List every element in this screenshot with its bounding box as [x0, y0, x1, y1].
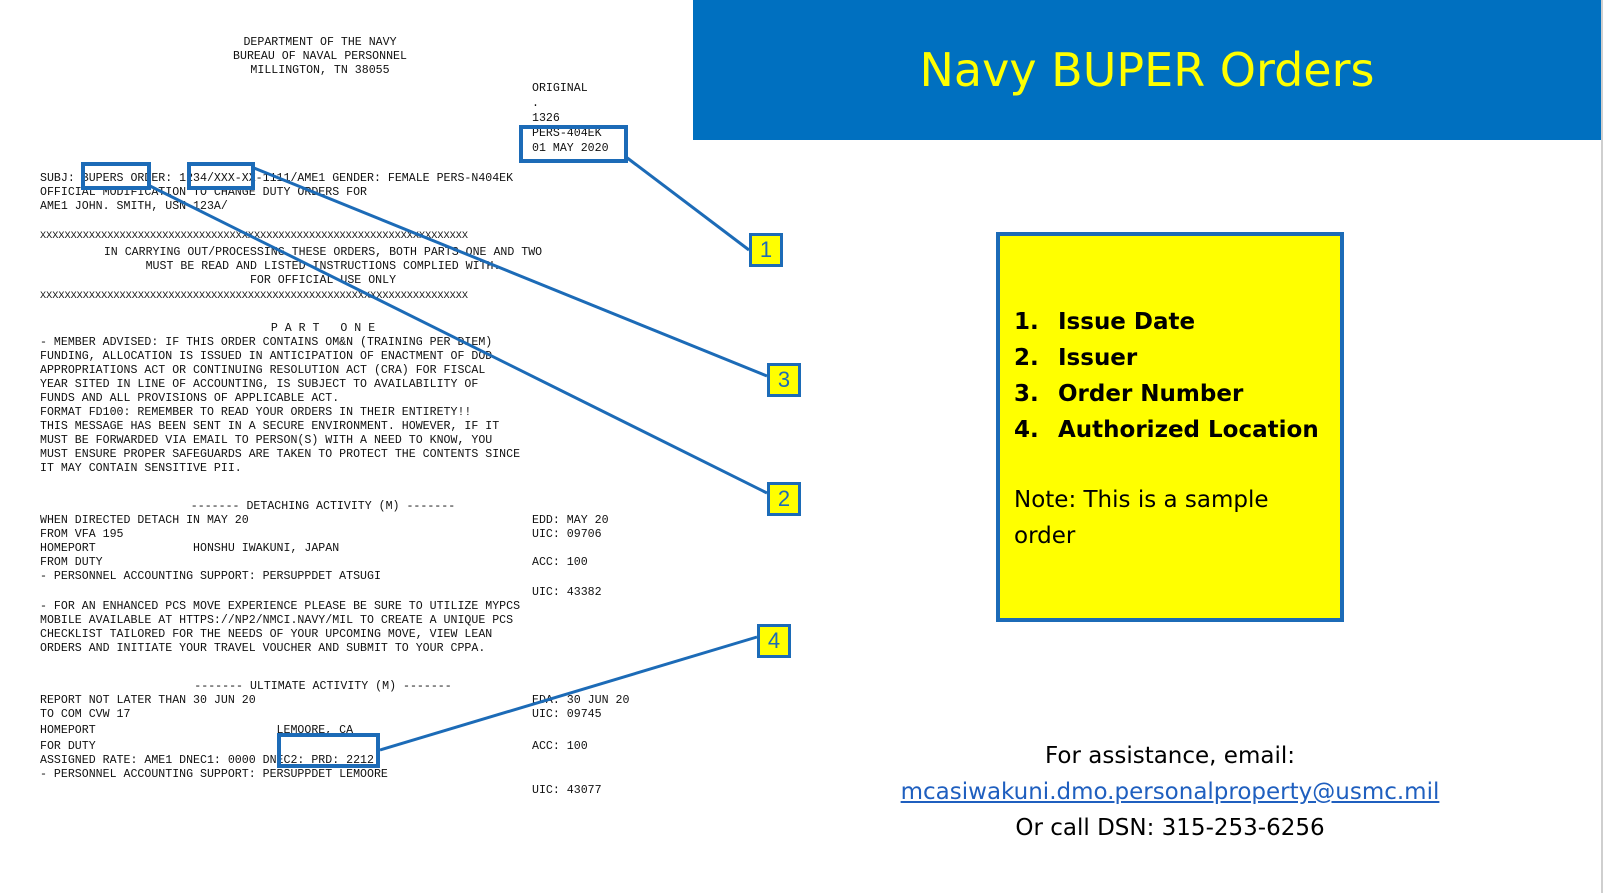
- doc-line: FROM VFA 195: [40, 528, 124, 541]
- legend-item-number: 4.: [1014, 417, 1039, 443]
- doc-detach-heading: ------- DETACHING ACTIVITY (M) -------: [190, 500, 456, 513]
- doc-subject-line: AME1 JOHN. SMITH, USN 123A/: [40, 200, 228, 213]
- legend-item-label: Authorized Location: [1058, 417, 1319, 443]
- highlight-order-number: [187, 162, 255, 190]
- legend-item: 2. Issuer: [1014, 340, 1330, 376]
- doc-line: WHEN DIRECTED DETACH IN MAY 20: [40, 514, 249, 527]
- doc-line: - PERSONNEL ACCOUNTING SUPPORT: PERSUPPD…: [40, 768, 388, 781]
- doc-line: UIC: 43382: [532, 586, 602, 599]
- assistance-email-link[interactable]: mcasiwakuni.dmo.personalproperty@usmc.mi…: [900, 779, 1440, 805]
- doc-line: IT MAY CONTAIN SENSITIVE PII.: [40, 462, 242, 475]
- doc-line: EDA: 30 JUN 20: [532, 694, 630, 707]
- highlight-issuer: [81, 162, 151, 190]
- doc-x-line: XXXXXXXXXXXXXXXXXXXXXXXXXXXXXXXXXXXXXXXX…: [40, 291, 468, 302]
- callout-4: 4: [757, 624, 791, 658]
- assistance-line: For assistance, email:: [1045, 743, 1295, 769]
- highlight-issue-date: [519, 125, 628, 163]
- legend-box: 1. Issue Date 2. Issuer 3. Order Number 4. A…: [996, 232, 1344, 622]
- doc-warning: MUST BE READ AND LISTED INSTRUCTIONS COM…: [145, 260, 501, 273]
- doc-line: ACC: 100: [532, 556, 588, 569]
- doc-line: HOMEPORT HONSHU IWAKUNI, JAPAN: [40, 542, 340, 555]
- doc-line: ASSIGNED RATE: AME1 DNEC1: 0000 DNEC2: P…: [40, 754, 374, 767]
- page-title: Navy BUPER Orders: [919, 43, 1375, 97]
- doc-dot: .: [532, 97, 539, 110]
- assistance-block: For assistance, email: mcasiwakuni.dmo.p…: [840, 738, 1500, 846]
- doc-line: APPROPRIATIONS ACT OR CONTINUING RESOLUT…: [40, 364, 486, 377]
- doc-pers: PERS-404EK: [532, 127, 602, 140]
- doc-line: UIC: 43077: [532, 784, 602, 797]
- doc-line: FOR DUTY: [40, 740, 96, 753]
- doc-header-line: BUREAU OF NAVAL PERSONNEL: [233, 50, 407, 63]
- doc-line: UIC: 09745: [532, 708, 602, 721]
- doc-line: TO COM CVW 17: [40, 708, 131, 721]
- legend-item: 1. Issue Date: [1014, 304, 1330, 340]
- title-banner: Navy BUPER Orders: [693, 0, 1601, 140]
- callout-3: 3: [767, 363, 801, 397]
- legend-list: 1. Issue Date 2. Issuer 3. Order Number 4. A…: [1014, 304, 1330, 448]
- doc-header-line: MILLINGTON, TN 38055: [250, 64, 390, 77]
- callout-2: 2: [767, 482, 801, 516]
- doc-header-line: DEPARTMENT OF THE NAVY: [243, 36, 397, 49]
- doc-line: FUNDING, ALLOCATION IS ISSUED IN ANTICIP…: [40, 350, 493, 363]
- legend-item: 4. Authorized Location: [1014, 412, 1330, 448]
- legend-item-label: Issue Date: [1058, 309, 1196, 335]
- doc-line: MUST ENSURE PROPER SAFEGUARDS ARE TAKEN …: [40, 448, 521, 461]
- doc-x-line: XXXXXXXXXXXXXXXXXXXXXXXXXXXXXXXXXXXXXXXX…: [40, 231, 468, 242]
- doc-ultimate-heading: ------- ULTIMATE ACTIVITY (M) -------: [194, 680, 452, 693]
- legend-item-number: 3.: [1014, 381, 1039, 407]
- slide-edge-divider: [1601, 0, 1603, 893]
- highlight-authorized-location: [277, 733, 380, 768]
- doc-line: CHECKLIST TAILORED FOR THE NEEDS OF YOUR…: [40, 628, 493, 641]
- doc-line: YEAR SITED IN LINE OF ACCOUNTING, IS SUB…: [40, 378, 479, 391]
- doc-line: ORDERS AND INITIATE YOUR TRAVEL VOUCHER …: [40, 642, 486, 655]
- doc-line: FUNDS AND ALL PROVISIONS OF APPLICABLE A…: [40, 392, 340, 405]
- legend-item-number: 1.: [1014, 309, 1039, 335]
- legend-item-label: Order Number: [1058, 381, 1244, 407]
- doc-warning: FOR OFFICIAL USE ONLY: [249, 274, 397, 287]
- callout-1: 1: [749, 233, 783, 267]
- doc-warning: IN CARRYING OUT/PROCESSING THESE ORDERS,…: [103, 246, 543, 259]
- legend-note: Note: This is a sample order: [1014, 487, 1269, 549]
- doc-line: THIS MESSAGE HAS BEEN SENT IN A SECURE E…: [40, 420, 500, 433]
- doc-line: UIC: 09706: [532, 528, 602, 541]
- doc-original: ORIGINAL: [532, 82, 588, 95]
- legend-item-number: 2.: [1014, 345, 1039, 371]
- doc-code: 1326: [532, 112, 560, 125]
- doc-line: - FOR AN ENHANCED PCS MOVE EXPERIENCE PL…: [40, 600, 521, 613]
- legend-item-label: Issuer: [1058, 345, 1138, 371]
- doc-line: EDD: MAY 20: [532, 514, 609, 527]
- doc-line: REPORT NOT LATER THAN 30 JUN 20: [40, 694, 256, 707]
- assistance-phone: Or call DSN: 315-253-6256: [1015, 815, 1325, 841]
- legend-item: 3. Order Number: [1014, 376, 1330, 412]
- doc-line: MUST BE FORWARDED VIA EMAIL TO PERSON(S)…: [40, 434, 493, 447]
- doc-line: - MEMBER ADVISED: IF THIS ORDER CONTAINS…: [40, 336, 493, 349]
- doc-line: MOBILE AVAILABLE AT HTTPS://NP2/NMCI.NAV…: [40, 614, 514, 627]
- issue-date: 01 MAY 2020: [532, 142, 609, 155]
- doc-line: FORMAT FD100: REMEMBER TO READ YOUR ORDE…: [40, 406, 472, 419]
- doc-part-one: P A R T O N E: [270, 322, 376, 335]
- doc-line: ACC: 100: [532, 740, 588, 753]
- doc-line: - PERSONNEL ACCOUNTING SUPPORT: PERSUPPD…: [40, 570, 381, 583]
- doc-line: FROM DUTY: [40, 556, 103, 569]
